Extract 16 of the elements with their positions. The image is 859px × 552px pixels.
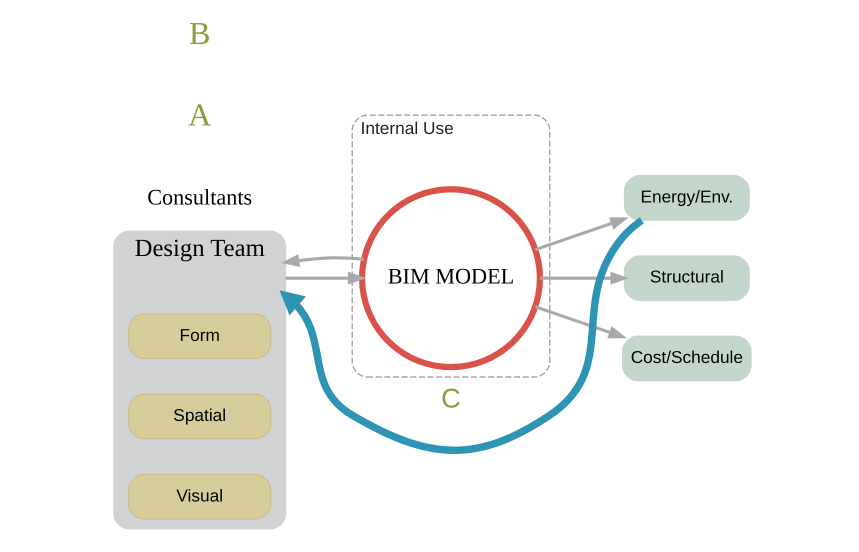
label: A: [188, 96, 211, 132]
arrow: [534, 217, 628, 251]
arrow: [285, 272, 366, 285]
label: B: [188, 14, 210, 51]
node-box: Visual: [128, 474, 271, 520]
arrow: [280, 254, 364, 267]
node-box: Energy/Env.: [623, 175, 750, 221]
arrow: [534, 305, 626, 338]
edge-label: C: [440, 382, 460, 414]
node-box: Form: [128, 313, 271, 360]
node-circle: BIM MODEL: [358, 186, 542, 370]
node-box: Structural: [623, 255, 750, 301]
arrow: [540, 272, 628, 285]
label: Consultants: [146, 184, 252, 210]
node-box: Spatial: [128, 394, 271, 440]
node-box: Cost/Schedule: [622, 336, 752, 382]
